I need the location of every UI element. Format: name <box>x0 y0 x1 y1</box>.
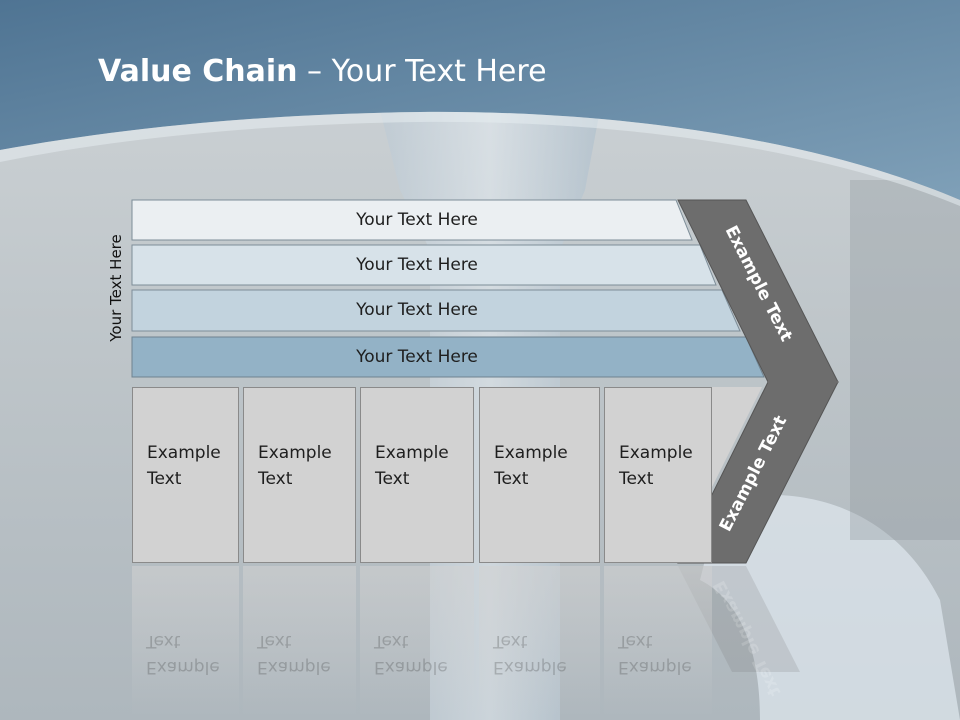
support-bar-1 <box>131 199 693 241</box>
support-bar-label-wrap-3: Your Text Here <box>132 290 702 330</box>
support-bar-label-wrap-1: Your Text Here <box>132 200 692 240</box>
slide-title: Value Chain – Your Text Here <box>98 54 547 89</box>
support-bar-label-wrap-4: Your Text Here <box>132 337 702 377</box>
title-rest: – Your Text Here <box>297 54 547 89</box>
support-bar-label-wrap-2: Your Text Here <box>132 245 702 285</box>
support-bar-label-2: Your Text Here <box>356 255 478 275</box>
support-bar-label-3: Your Text Here <box>356 300 478 320</box>
support-bar-label-4: Your Text Here <box>356 347 478 367</box>
title-bold: Value Chain <box>98 54 298 89</box>
support-bar-3 <box>131 289 741 332</box>
support-bar-label-1: Your Text Here <box>356 210 478 230</box>
support-bar-4 <box>131 336 765 378</box>
support-bar-2 <box>131 244 717 286</box>
